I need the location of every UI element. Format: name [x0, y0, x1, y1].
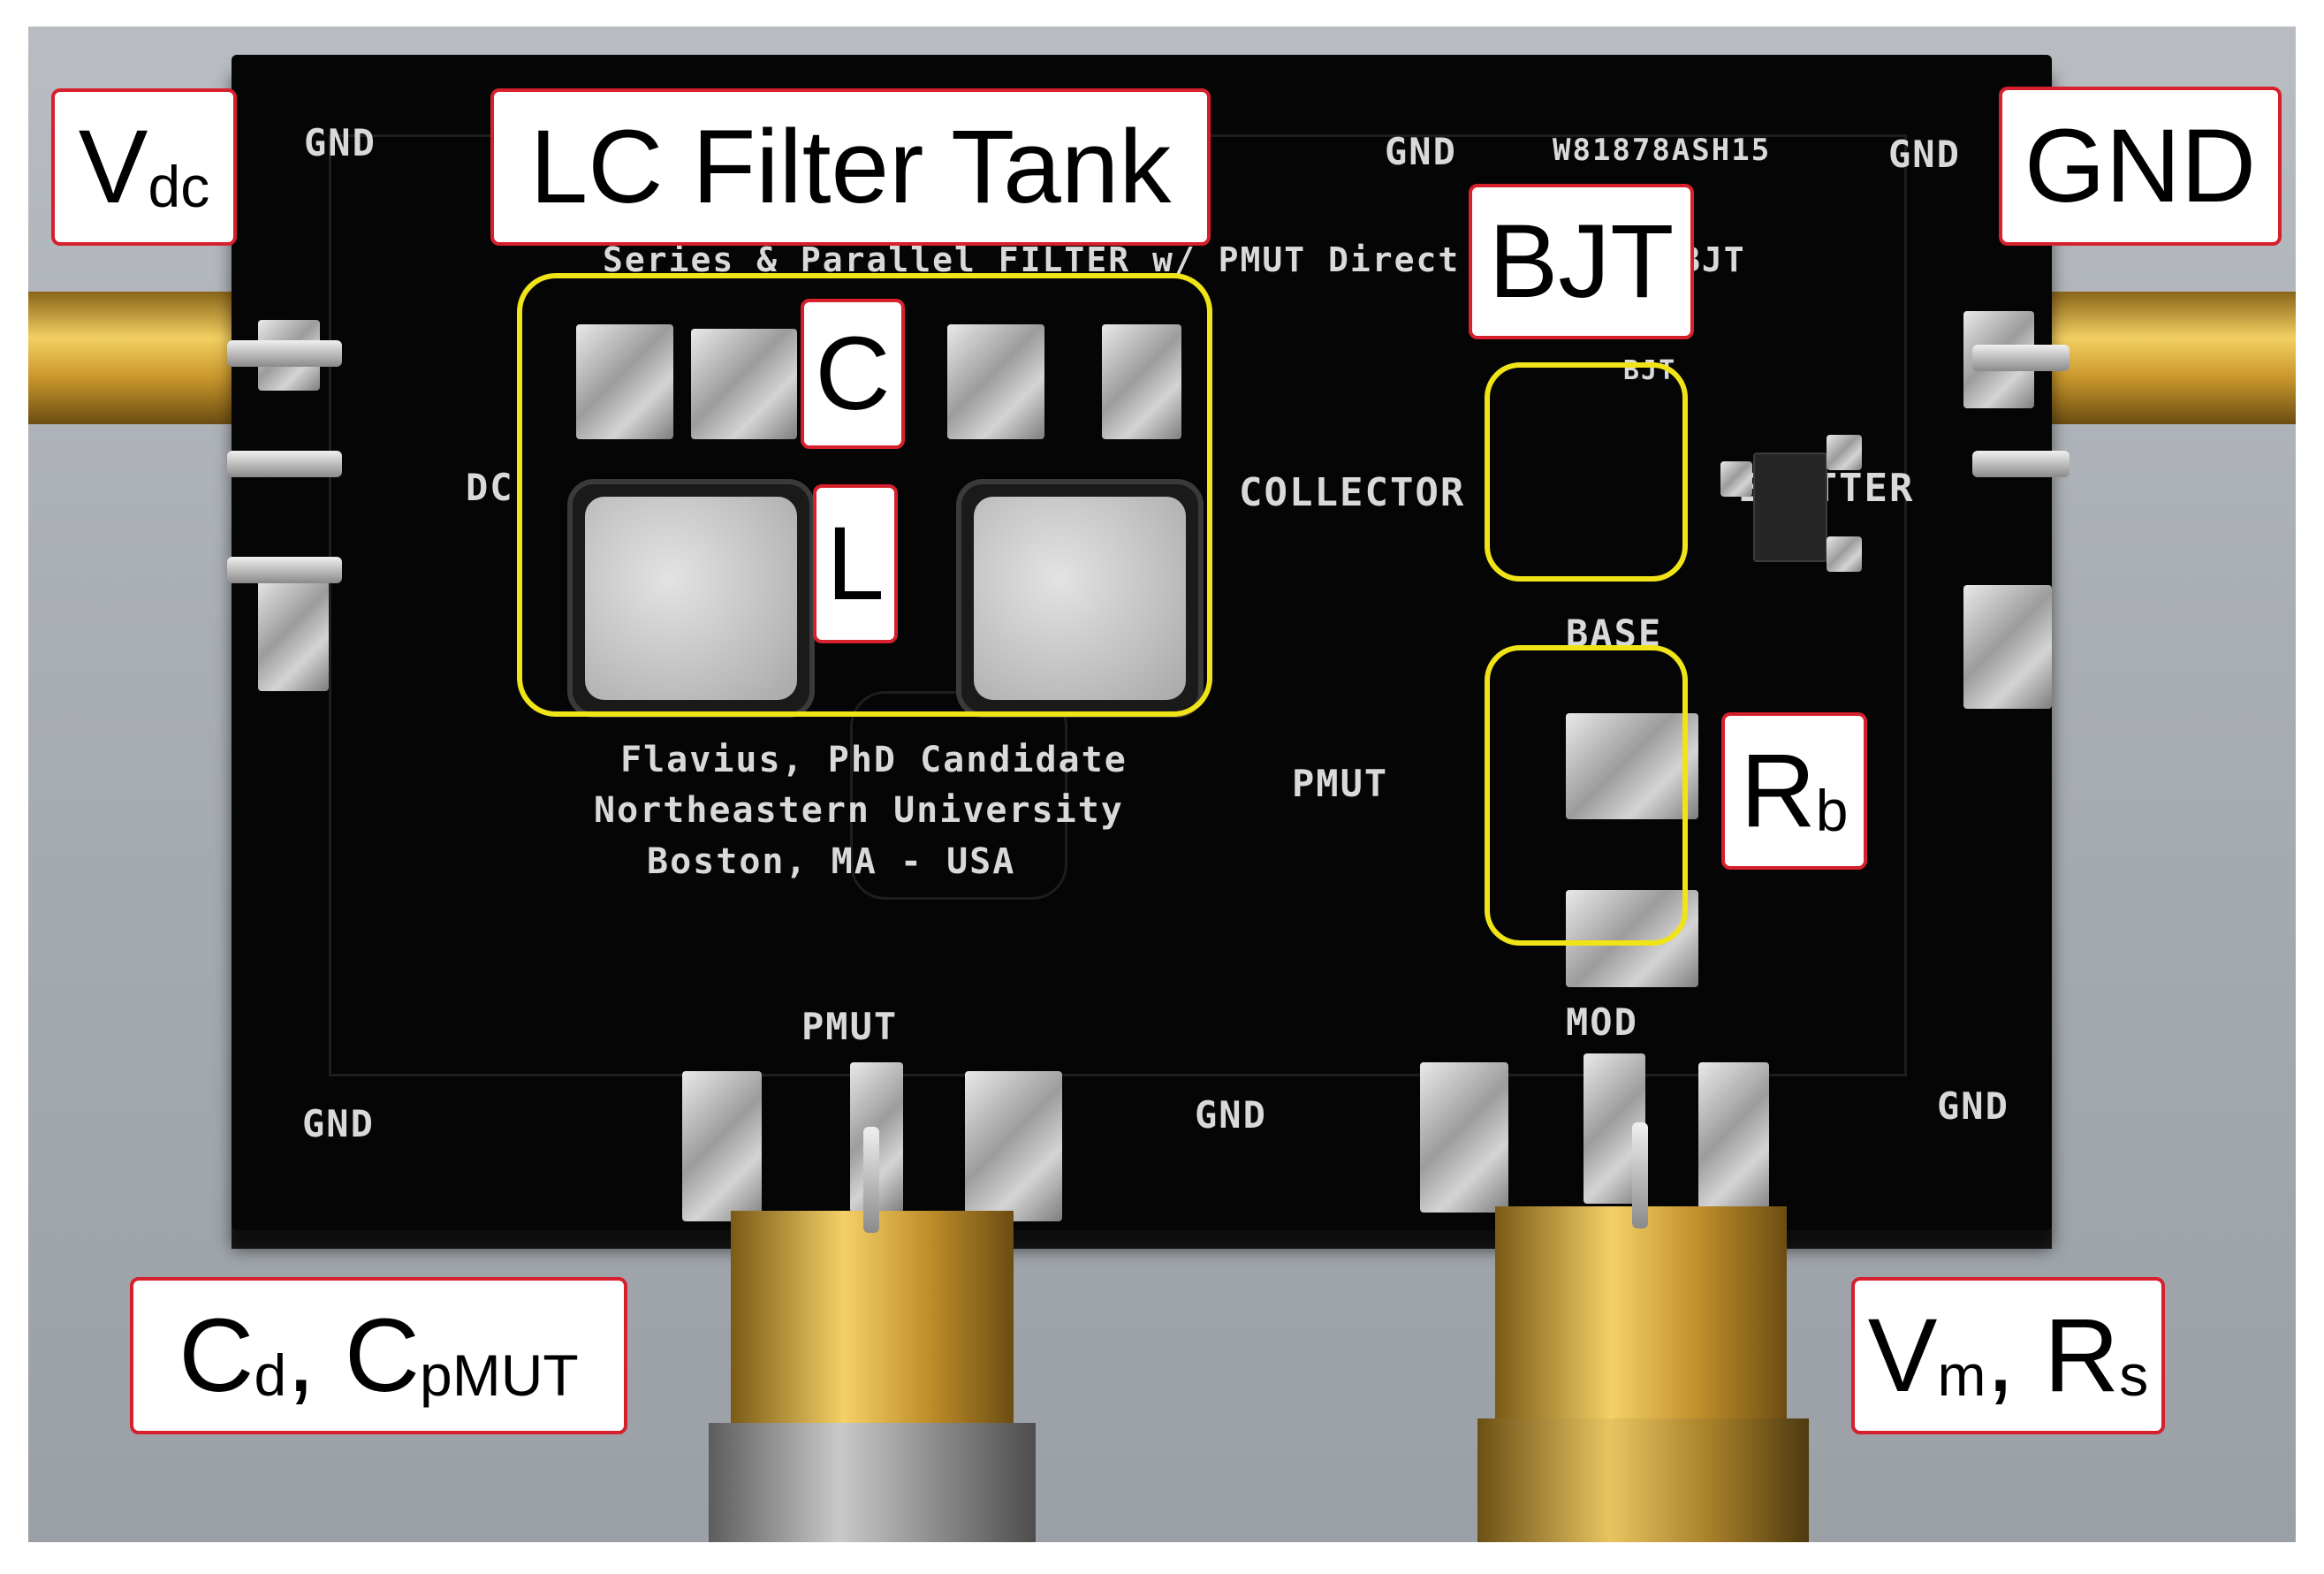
inductor-right-face	[974, 497, 1186, 700]
pcb-board: GND GND W81878ASH15 GND Series & Paralle…	[232, 55, 2052, 1230]
silk-collector: COLLECTOR	[1239, 470, 1466, 515]
capacitor-pad-3	[947, 324, 1044, 439]
bjt-highlight	[1485, 362, 1688, 582]
silk-gnd-bottom-right: GND	[1937, 1084, 2009, 1128]
bjt-pad-right-top	[1827, 435, 1862, 470]
pmut-center-pin	[863, 1127, 879, 1233]
bottom-pad-mod-right	[1698, 1062, 1769, 1213]
l-label-text: L	[826, 506, 885, 622]
bjt-label: BJT	[1469, 184, 1694, 339]
cd-label-main: C	[178, 1297, 254, 1414]
lc-filter-tank-highlight	[517, 273, 1212, 717]
bjt-pad-left	[1720, 461, 1752, 497]
bjt-pad-right-bottom	[1827, 536, 1862, 572]
vdc-pin-bottom	[227, 557, 342, 583]
c-label: C	[801, 299, 905, 449]
vm-label-main: V	[1867, 1297, 1938, 1414]
cd-label-sub: d	[254, 1342, 287, 1408]
l-label: L	[813, 484, 898, 643]
silk-gnd-bottom-left: GND	[302, 1102, 375, 1145]
silk-pmut-center: PMUT	[1292, 762, 1389, 805]
silk-dc: DC	[466, 466, 514, 509]
bjt-transistor	[1753, 452, 1827, 562]
inductor-left	[567, 479, 815, 718]
silk-gnd-top-left: GND	[304, 121, 376, 164]
rs-label-main: R	[2044, 1297, 2120, 1414]
silk-credit-line1: Flavius, PhD Candidate	[620, 740, 1128, 780]
capacitor-pad-1	[576, 324, 673, 439]
vdc-pin-mid	[227, 451, 342, 477]
rb-pad-bottom	[1566, 890, 1698, 987]
cd-cpmut-separator: ,	[286, 1297, 345, 1414]
pmut-cable-nut	[709, 1423, 1036, 1542]
vdc-sma-connector	[28, 292, 249, 424]
rb-label-sub: b	[1815, 778, 1849, 843]
gnd-pin-top	[1972, 345, 2070, 371]
lc-filter-tank-label: LC Filter Tank	[490, 88, 1211, 246]
silk-part-number: W81878ASH15	[1553, 133, 1772, 168]
silk-credit-line3: Boston, MA - USA	[647, 841, 1016, 882]
silk-gnd-top-right: GND	[1888, 133, 1961, 176]
right-edge-pad-bottom	[1963, 585, 2052, 709]
silk-gnd-top-mid: GND	[1385, 130, 1457, 173]
bottom-pad-mod-left	[1420, 1062, 1508, 1213]
bjt-label-text: BJT	[1488, 203, 1675, 320]
cpmut-label-sub: pMUT	[420, 1342, 579, 1408]
silk-gnd-bottom-mid: GND	[1195, 1093, 1267, 1137]
vm-label-sub: m	[1937, 1342, 1986, 1408]
gnd-label-text: GND	[2024, 108, 2257, 224]
gnd-label: GND	[1999, 87, 2282, 246]
vdc-label-sub: dc	[148, 154, 210, 219]
bottom-pad-pmut-left	[682, 1071, 762, 1221]
gnd-pin-mid	[1972, 451, 2070, 477]
bottom-pad-pmut-right	[965, 1071, 1062, 1221]
cpmut-label-main: C	[344, 1297, 421, 1414]
gnd-sma-connector	[2025, 292, 2296, 424]
mod-center-pin	[1632, 1122, 1648, 1228]
pcb-photo: GND GND W81878ASH15 GND Series & Paralle…	[28, 27, 2296, 1542]
silk-mod: MOD	[1566, 1000, 1638, 1044]
vdc-label-main: V	[78, 109, 148, 225]
inductor-left-face	[585, 497, 797, 700]
lc-filter-tank-text: LC Filter Tank	[529, 109, 1172, 225]
rb-label-main: R	[1740, 733, 1816, 849]
vm-rs-separator: ,	[1986, 1297, 2045, 1414]
silk-pmut-bottom: PMUT	[801, 1005, 899, 1048]
mod-cable-nut	[1477, 1418, 1809, 1542]
left-edge-pad-bottom	[258, 576, 329, 691]
inductor-right	[956, 479, 1204, 718]
silk-credit-line2: Northeastern University	[594, 790, 1124, 831]
vdc-pin-top	[227, 340, 342, 367]
rb-highlight	[1485, 645, 1688, 946]
capacitor-pad-4	[1102, 324, 1181, 439]
rb-pad-top	[1566, 713, 1698, 819]
rs-label-sub: s	[2119, 1342, 2149, 1408]
c-label-text: C	[815, 316, 891, 432]
capacitor-pad-2	[691, 329, 797, 439]
